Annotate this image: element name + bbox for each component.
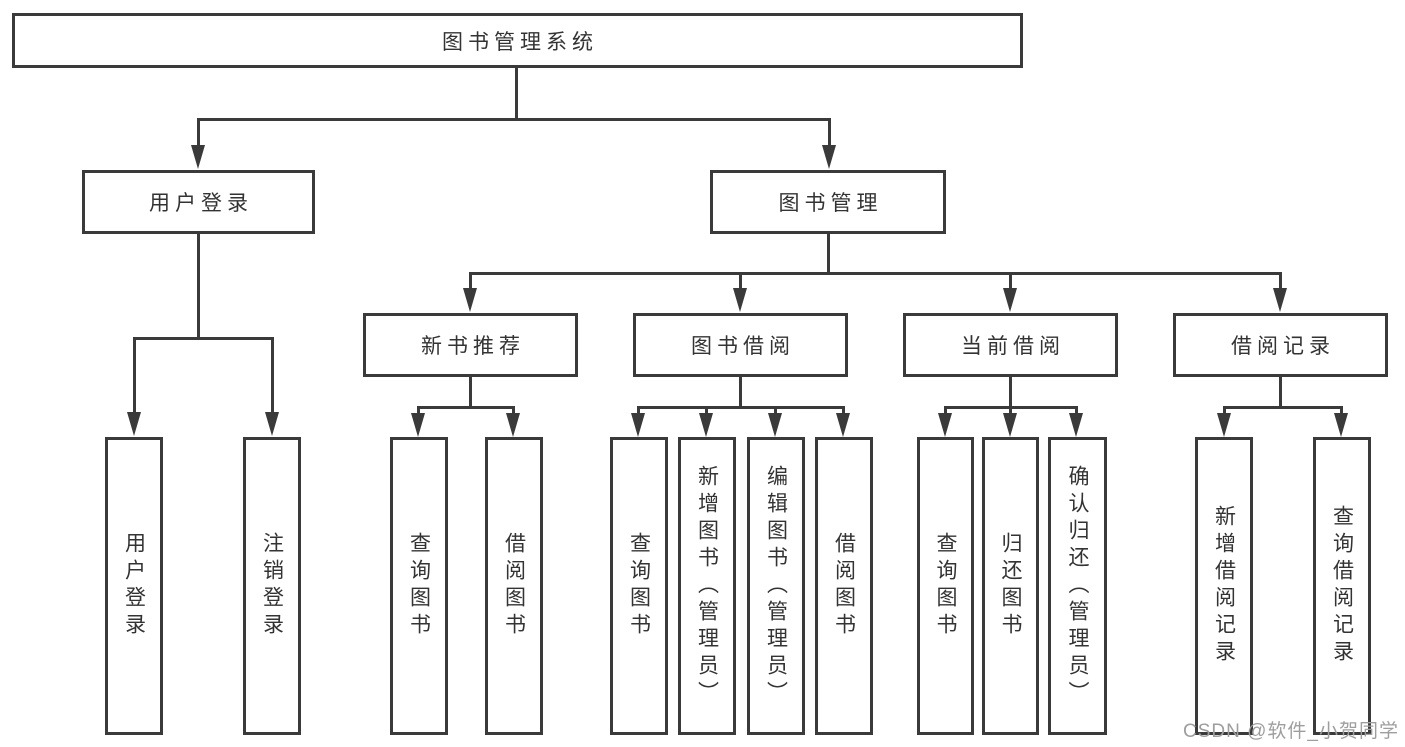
leaf-edit-books-admin: 编辑图书（管理员）: [747, 437, 805, 735]
leaf-edit-books-admin-label: 编辑图书（管理员）: [764, 464, 788, 708]
connector-login-stem: [197, 234, 200, 340]
leaf-return-books-label: 归还图书: [999, 532, 1022, 640]
connector-borrow-drop-3: [774, 406, 777, 416]
node-root: 图书管理系统: [12, 13, 1023, 68]
leaf-add-borrow-record-label: 新增借阅记录: [1212, 505, 1236, 667]
leaf-query-books-borrow-label: 查询图书: [627, 532, 651, 640]
arrow-down-icon: [836, 413, 850, 437]
leaf-return-books: 归还图书: [982, 437, 1039, 735]
leaf-query-books-current: 查询图书: [917, 437, 974, 735]
node-book-management-label: 图书管理: [778, 192, 883, 215]
leaf-borrow-books-recommend-label: 借阅图书: [502, 532, 526, 640]
connector-records-stem: [1279, 377, 1282, 409]
leaf-query-borrow-record-label: 查询借阅记录: [1330, 505, 1354, 667]
arrow-down-icon: [822, 145, 836, 169]
arrow-down-icon: [127, 412, 141, 436]
connector-recommend-drop-2: [512, 406, 515, 416]
arrow-down-icon: [631, 413, 645, 437]
arrow-down-icon: [733, 288, 747, 312]
arrow-down-icon: [1273, 288, 1287, 312]
leaf-logout-label: 注销登录: [260, 532, 284, 640]
leaf-query-books-recommend: 查询图书: [390, 437, 448, 735]
leaf-user-login-label: 用户登录: [122, 532, 146, 640]
connector-login-bar: [133, 337, 274, 340]
connector-borrow-bar: [637, 406, 845, 409]
connector-mgmt-drop-1: [469, 272, 472, 290]
leaf-logout: 注销登录: [243, 437, 301, 735]
node-new-book-recommend-label: 新书推荐: [421, 335, 525, 358]
connector-records-drop-2: [1340, 406, 1343, 416]
leaf-confirm-return-admin: 确认归还（管理员）: [1048, 437, 1107, 735]
connector-current-drop-1: [944, 406, 947, 416]
connector-borrow-stem: [739, 377, 742, 409]
arrow-down-icon: [699, 413, 713, 437]
connector-mgmt-drop-4: [1279, 272, 1282, 290]
leaf-query-books-borrow: 查询图书: [610, 437, 668, 735]
node-borrow-records: 借阅记录: [1173, 313, 1388, 377]
connector-recommend-bar: [417, 406, 515, 409]
arrow-down-icon: [768, 413, 782, 437]
connector-mgmt-stem: [827, 234, 830, 275]
arrow-down-icon: [1069, 413, 1083, 437]
connector-current-stem: [1009, 377, 1012, 409]
arrow-down-icon: [411, 413, 425, 437]
node-user-login-label: 用户登录: [149, 192, 253, 215]
leaf-borrow-books-label: 借阅图书: [832, 532, 856, 640]
connector-records-bar: [1223, 406, 1342, 409]
connector-mgmt-bar: [469, 272, 1282, 275]
connector-root-stem: [515, 68, 518, 120]
connector-borrow-drop-2: [705, 406, 708, 416]
connector-mgmt-drop-3: [1009, 272, 1012, 290]
arrow-down-icon: [1003, 288, 1017, 312]
leaf-query-borrow-record: 查询借阅记录: [1313, 437, 1371, 735]
node-current-borrow: 当前借阅: [903, 313, 1118, 377]
connector-current-drop-3: [1075, 406, 1078, 416]
leaf-borrow-books: 借阅图书: [815, 437, 873, 735]
node-borrow-records-label: 借阅记录: [1231, 335, 1335, 358]
node-user-login: 用户登录: [82, 170, 315, 234]
connector-mgmt-drop-2: [739, 272, 742, 290]
connector-current-drop-2: [1009, 406, 1012, 416]
node-current-borrow-label: 当前借阅: [961, 335, 1065, 358]
node-book-management: 图书管理: [710, 170, 946, 234]
arrow-down-icon: [191, 145, 205, 169]
arrow-down-icon: [265, 412, 279, 436]
connector-recommend-stem: [469, 377, 472, 409]
connector-root-drop-left: [197, 118, 200, 152]
connector-records-drop-1: [1223, 406, 1226, 416]
csdn-watermark: CSDN @软件_小贺同学: [1183, 721, 1399, 742]
connector-root-drop-right: [828, 118, 831, 152]
arrow-down-icon: [463, 288, 477, 312]
connector-login-drop-1: [133, 337, 136, 415]
leaf-query-books-current-label: 查询图书: [934, 532, 957, 640]
leaf-add-borrow-record: 新增借阅记录: [1195, 437, 1253, 735]
connector-borrow-drop-1: [637, 406, 640, 416]
arrow-down-icon: [938, 413, 952, 437]
arrow-down-icon: [1003, 413, 1017, 437]
leaf-query-books-recommend-label: 查询图书: [407, 532, 431, 640]
arrow-down-icon: [506, 413, 520, 437]
arrow-down-icon: [1217, 413, 1231, 437]
connector-root-bar: [197, 118, 831, 121]
leaf-add-books-admin-label: 新增图书（管理员）: [695, 464, 719, 708]
leaf-confirm-return-admin-label: 确认归还（管理员）: [1066, 464, 1089, 708]
leaf-add-books-admin: 新增图书（管理员）: [678, 437, 736, 735]
node-book-borrow: 图书借阅: [633, 313, 848, 377]
leaf-borrow-books-recommend: 借阅图书: [485, 437, 543, 735]
connector-borrow-drop-4: [842, 406, 845, 416]
node-new-book-recommend: 新书推荐: [363, 313, 578, 377]
connector-login-drop-2: [271, 337, 274, 415]
node-root-label: 图书管理系统: [442, 30, 598, 54]
leaf-user-login: 用户登录: [105, 437, 163, 735]
node-book-borrow-label: 图书借阅: [691, 335, 795, 358]
arrow-down-icon: [1334, 413, 1348, 437]
connector-recommend-drop-1: [417, 406, 420, 416]
